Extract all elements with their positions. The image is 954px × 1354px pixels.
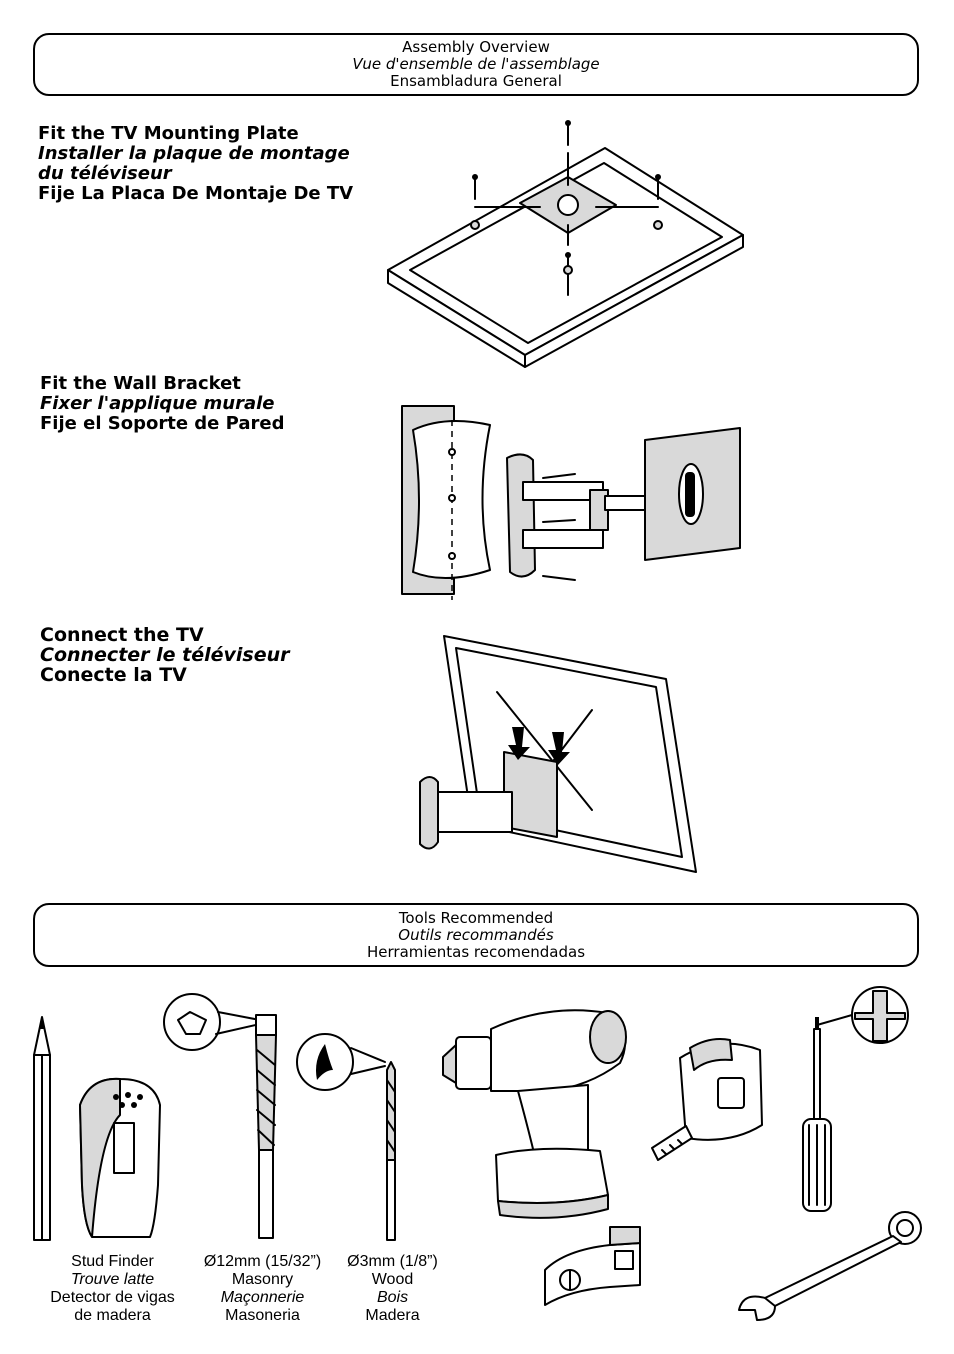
wrench-icon [738, 1211, 922, 1321]
caption-stud-finder-line1: Stud Finder [71, 1253, 154, 1270]
tv-mounting-plate-illustration [387, 120, 744, 368]
step-2-fr: Fixer l'applique murale [40, 393, 275, 414]
caption-wood-line3: Bois [376, 1289, 409, 1306]
step-2-es: Fije el Soporte de Pared [40, 413, 285, 434]
step-1-en: Fit the TV Mounting Plate [38, 123, 299, 144]
step-3-en: Connect the TV [40, 624, 204, 646]
caption-masonry-bit: Ø12mm (15/32”) Masonry Maçonnerie Masone… [190, 1253, 335, 1325]
caption-stud-finder-line2: Trouve latte [70, 1271, 155, 1288]
pencil-icon [33, 1016, 51, 1241]
wood-drill-bit-icon [296, 1033, 396, 1241]
step-fit-tv-plate: Fit the TV Mounting Plate Installer la p… [38, 124, 353, 204]
banner-title-fr: Vue d'ensemble de l'assemblage [352, 55, 600, 73]
step-connect-tv: Connect the TV Connecter le téléviseur C… [40, 625, 290, 685]
step-1-es: Fije La Placa De Montaje De TV [38, 183, 354, 204]
step-2-en: Fit the Wall Bracket [40, 373, 241, 394]
step-fit-wall-bracket: Fit the Wall Bracket Fixer l'applique mu… [40, 374, 284, 434]
assembly-overview-banner: Assembly Overview Vue d'ensemble de l'as… [33, 33, 919, 96]
phillips-screwdriver-icon [802, 986, 909, 1212]
caption-masonry-line4: Masoneria [225, 1307, 300, 1324]
caption-masonry-line3: Maçonnerie [220, 1289, 305, 1306]
banner-title-en: Assembly Overview [402, 38, 550, 56]
caption-stud-finder-line4: de madera [74, 1307, 151, 1324]
power-drill-icon [442, 1009, 627, 1219]
step-1-fr-line2: du téléviseur [38, 163, 172, 184]
masonry-drill-bit-icon [163, 993, 277, 1239]
screw-icon [470, 120, 663, 296]
stud-finder-icon [79, 1077, 161, 1238]
caption-masonry-line2: Masonry [231, 1271, 294, 1288]
tools-title-en: Tools Recommended [398, 909, 554, 927]
step-3-fr: Connecter le téléviseur [40, 644, 290, 666]
lag-screw-icon [542, 473, 576, 581]
tools-recommended-banner: Tools Recommended Outils recommandés Her… [33, 903, 919, 967]
caption-wood-bit: Ø3mm (1/8”) Wood Bois Madera [335, 1253, 450, 1325]
tape-measure-icon [651, 1038, 763, 1161]
tools-title-es: Herramientas recomendadas [366, 943, 586, 961]
banner-title-es: Ensambladura General [390, 72, 562, 90]
caption-wood-line4: Madera [365, 1307, 420, 1324]
step-3-es: Conecte la TV [40, 664, 187, 686]
caption-wood-line2: Wood [371, 1271, 414, 1288]
tools-title-fr: Outils recommandés [398, 926, 554, 944]
connect-tv-illustration [419, 635, 697, 873]
caption-wood-line1: Ø3mm (1/8”) [347, 1253, 438, 1270]
step-1-fr-line1: Installer la plaque de montage [38, 143, 350, 164]
wall-bracket-illustration [401, 405, 741, 600]
caption-masonry-line1: Ø12mm (15/32”) [203, 1253, 322, 1270]
spirit-level-icon [544, 1226, 641, 1306]
caption-stud-finder: Stud Finder Trouve latte Detector de vig… [30, 1253, 195, 1325]
caption-stud-finder-line3: Detector de vigas [50, 1289, 175, 1306]
